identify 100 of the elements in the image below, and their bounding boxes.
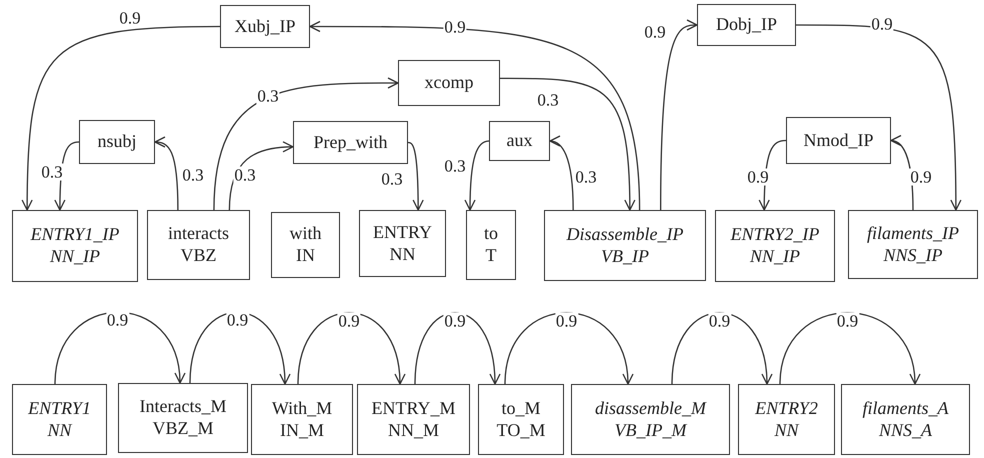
arrow: [758, 140, 786, 211]
arrow: [189, 312, 290, 385]
node-box: [271, 212, 340, 278]
word-text: to_M: [501, 398, 540, 420]
node-box: [489, 121, 550, 161]
node-box: [147, 210, 250, 280]
edge-label: 0.9: [870, 16, 894, 32]
word-text: with: [289, 223, 322, 245]
word-text: With_M: [272, 398, 332, 420]
tag-text: NN: [47, 420, 72, 442]
edge-label: 0.9: [909, 168, 933, 186]
arrow: [504, 312, 633, 385]
arrow: [500, 78, 636, 211]
word-text: xcomp: [424, 72, 474, 94]
edge-label: 0.3: [574, 168, 598, 186]
arrow: [549, 136, 574, 210]
node-box: [466, 210, 516, 280]
word-text: Interacts_M: [140, 396, 226, 418]
arrow: [779, 312, 920, 385]
word-text: ENTRY_M: [371, 398, 456, 420]
node-box: [715, 210, 835, 282]
arrow: [671, 312, 772, 385]
word-text: nsubj: [97, 131, 136, 153]
tag-text: VB_IP_M: [614, 420, 686, 442]
tag-text: TO_M: [496, 420, 546, 442]
arrow: [414, 312, 500, 385]
node-box: [12, 384, 107, 455]
edge-label: 0.3: [40, 164, 64, 180]
tag-text: VB_IP: [601, 246, 649, 268]
tag-text: T: [486, 245, 496, 267]
word-text: Nmod_IP: [803, 130, 874, 152]
node-box: [738, 384, 835, 455]
arrow: [297, 312, 405, 385]
word-text: Xubj_IP: [234, 16, 296, 38]
node-box: [697, 4, 796, 46]
node-box: [293, 121, 408, 164]
node-box: [841, 384, 970, 455]
tag-text: NN: [774, 420, 798, 442]
word-text: aux: [506, 130, 532, 152]
edge-label: 0.3: [256, 88, 280, 104]
node-box: [12, 210, 138, 282]
edge-label: 0.3: [380, 170, 404, 188]
edge-label: 0.9: [118, 10, 142, 26]
arrow: [154, 136, 179, 210]
node-box: [478, 384, 564, 455]
edge-label: 0.9: [443, 312, 467, 330]
word-text: disassemble_M: [595, 398, 706, 420]
tag-text: IN: [296, 245, 315, 267]
arrow: [228, 141, 294, 210]
word-text: Prep_with: [314, 132, 388, 154]
word-text: Dobj_IP: [716, 14, 777, 36]
tag-text: NN: [390, 244, 416, 266]
tag-text: NN_IP: [50, 246, 100, 268]
edge-label: 0.9: [337, 312, 361, 330]
node-box: [79, 120, 155, 164]
edge-label: 0.9: [746, 168, 770, 186]
edge-label: 0.9: [836, 312, 860, 330]
arrow: [213, 77, 399, 210]
node-box: [220, 5, 310, 48]
node-box: [786, 117, 891, 164]
tag-text: IN_M: [280, 420, 324, 442]
word-text: to: [484, 223, 498, 245]
node-box: [571, 384, 730, 455]
node-box: [359, 210, 446, 277]
node-box: [357, 384, 470, 455]
edge-label: 0.3: [181, 166, 205, 184]
edge-label: 0.9: [443, 18, 467, 36]
tag-text: NN_M: [388, 420, 439, 442]
word-text: ENTRY1_IP: [30, 224, 120, 246]
word-text: filaments_A: [862, 398, 948, 420]
arrow: [660, 20, 698, 210]
word-text: filaments_IP: [867, 222, 959, 244]
edge-label: 0.9: [643, 24, 667, 40]
word-text: ENTRY: [372, 222, 432, 244]
edge-label: 0.3: [233, 166, 257, 184]
edge-label: 0.3: [536, 92, 560, 108]
edge-label: 0.9: [226, 312, 250, 328]
node-box: [848, 210, 978, 279]
tag-text: NN_IP: [750, 246, 800, 268]
edge-label: 0.9: [708, 312, 732, 330]
arrow: [464, 140, 490, 211]
arrow: [408, 142, 424, 211]
word-text: interacts: [168, 223, 229, 245]
word-text: ENTRY1: [28, 398, 91, 420]
tag-text: NNS_IP: [883, 244, 942, 266]
arrow: [54, 141, 80, 211]
word-text: ENTRY2_IP: [730, 224, 820, 246]
tag-text: VBZ_M: [152, 418, 214, 440]
node-box: [118, 383, 248, 453]
node-box: [251, 384, 353, 455]
word-text: Disassemble_IP: [566, 224, 684, 246]
tag-text: VBZ: [180, 245, 216, 267]
edge-label: 0.9: [554, 312, 578, 330]
node-box: [398, 60, 500, 106]
edge-label: 0.9: [106, 312, 130, 328]
arrow: [22, 26, 220, 211]
edge-label: 0.3: [443, 158, 467, 174]
word-text: ENTRY2: [755, 398, 818, 420]
tag-text: NNS_A: [878, 420, 932, 442]
arrow: [890, 136, 914, 210]
